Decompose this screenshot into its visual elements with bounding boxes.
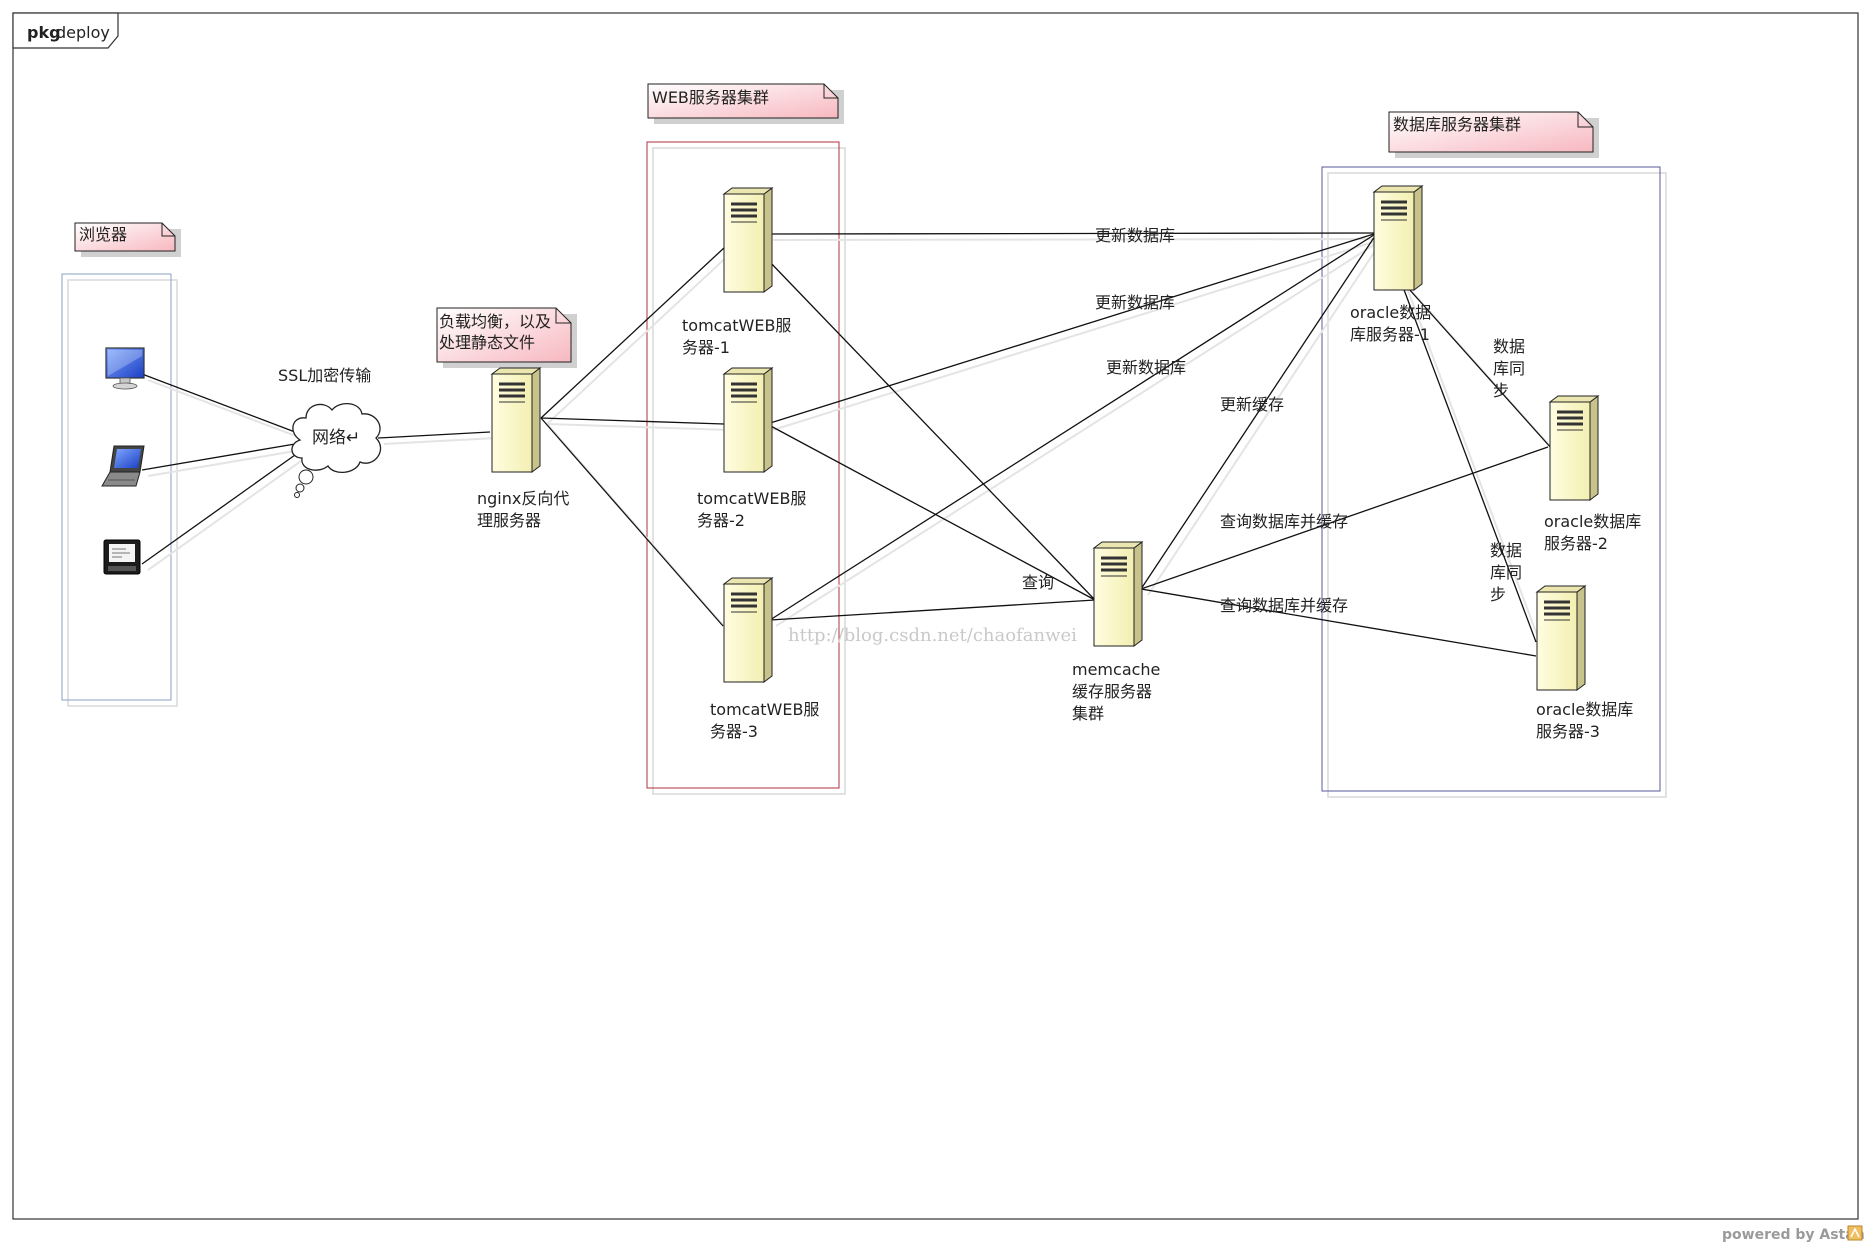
nginx-label-line2: 理服务器 bbox=[477, 511, 541, 530]
sync-label-1-line2: 库同 bbox=[1493, 359, 1525, 378]
memcache-server-icon bbox=[1092, 540, 1144, 648]
memcache-label: memcache 缓存服务器 集群 bbox=[1072, 660, 1160, 723]
oracle2-label: oracle数据库 服务器-2 bbox=[1544, 512, 1641, 553]
oracle-server-3-icon bbox=[1535, 584, 1587, 692]
tomcat1-label: tomcatWEB服 务器-1 bbox=[682, 316, 791, 357]
sync-label-1-line3: 步 bbox=[1493, 381, 1509, 400]
oracle-server-2-icon bbox=[1548, 394, 1600, 502]
web-cluster-box bbox=[646, 141, 846, 795]
frame-keyword: pkg bbox=[27, 23, 61, 42]
sync-label-2: 数据 库同 步 bbox=[1490, 541, 1522, 604]
sync-label-2-line1: 数据 bbox=[1490, 541, 1522, 560]
tomcat1-label-line2: 务器-1 bbox=[682, 338, 730, 357]
tomcat3-label-line1: tomcatWEB服 bbox=[710, 700, 819, 719]
nginx-note-line2: 处理静态文件 bbox=[439, 333, 535, 352]
astah-logo-icon bbox=[1847, 1225, 1863, 1241]
nginx-label: nginx反向代 理服务器 bbox=[477, 489, 569, 530]
oracle3-label-line1: oracle数据库 bbox=[1536, 700, 1633, 719]
oracle1-label-line1: oracle数据 bbox=[1350, 303, 1431, 322]
nginx-note: 负载均衡，以及 处理静态文件 bbox=[436, 307, 577, 368]
query-label: 查询 bbox=[1022, 573, 1054, 592]
update-db-label-1: 更新数据库 bbox=[1095, 226, 1175, 245]
update-cache-label: 更新缓存 bbox=[1220, 395, 1284, 414]
browser-note-text: 浏览器 bbox=[79, 225, 127, 244]
sync-label-1: 数据 库同 步 bbox=[1493, 337, 1525, 400]
update-db-label-2: 更新数据库 bbox=[1095, 293, 1175, 312]
tomcat-server-2-icon bbox=[722, 366, 774, 474]
oracle2-label-line1: oracle数据库 bbox=[1544, 512, 1641, 531]
oracle2-label-line2: 服务器-2 bbox=[1544, 534, 1608, 553]
monitor-icon bbox=[105, 347, 145, 390]
oracle-server-1-icon bbox=[1372, 184, 1424, 292]
db-cluster-note-text: 数据库服务器集群 bbox=[1393, 115, 1521, 134]
oracle3-label: oracle数据库 服务器-3 bbox=[1536, 700, 1633, 741]
browser-box bbox=[61, 273, 178, 707]
oracle3-label-line2: 服务器-3 bbox=[1536, 722, 1600, 741]
nginx-server-icon bbox=[490, 366, 542, 474]
tomcat3-label-line2: 务器-3 bbox=[710, 722, 758, 741]
laptop-icon bbox=[101, 445, 145, 487]
oracle1-label-line2: 库服务器-1 bbox=[1350, 325, 1430, 344]
memcache-label-line1: memcache bbox=[1072, 660, 1160, 679]
oracle1-label: oracle数据 库服务器-1 bbox=[1350, 303, 1431, 344]
tomcat2-label-line2: 务器-2 bbox=[697, 511, 745, 530]
powered-by-text: powered by Astah bbox=[1722, 1227, 1865, 1243]
tomcat2-label-line1: tomcatWEB服 bbox=[697, 489, 806, 508]
web-cluster-note: WEB服务器集群 bbox=[647, 83, 844, 124]
package-frame: pkg deploy bbox=[12, 12, 1859, 1220]
tomcat3-label: tomcatWEB服 务器-3 bbox=[710, 700, 819, 741]
sync-label-1-line1: 数据 bbox=[1493, 337, 1525, 356]
sync-label-2-line2: 库同 bbox=[1490, 563, 1522, 582]
network-label: 网络↵ bbox=[312, 428, 360, 448]
handheld-device-icon bbox=[103, 539, 141, 575]
db-cluster-box bbox=[1321, 166, 1667, 798]
memcache-label-line3: 集群 bbox=[1072, 704, 1104, 723]
memcache-label-line2: 缓存服务器 bbox=[1072, 682, 1152, 701]
query-cache-label-1: 查询数据库并缓存 bbox=[1220, 512, 1348, 531]
update-db-label-3: 更新数据库 bbox=[1106, 358, 1186, 377]
network-cloud: 网络↵ bbox=[291, 403, 382, 498]
tomcat-server-1-icon bbox=[722, 186, 774, 294]
tomcat1-label-line1: tomcatWEB服 bbox=[682, 316, 791, 335]
sync-label-2-line3: 步 bbox=[1490, 585, 1506, 604]
nginx-label-line1: nginx反向代 bbox=[477, 489, 569, 508]
web-cluster-note-text: WEB服务器集群 bbox=[652, 88, 769, 107]
watermark-text: http://blog.csdn.net/chaofanwei bbox=[788, 625, 1077, 646]
db-cluster-note: 数据库服务器集群 bbox=[1388, 111, 1599, 158]
nginx-note-line1: 负载均衡，以及 bbox=[439, 312, 551, 331]
ssl-label: SSL加密传输 bbox=[278, 366, 371, 385]
tomcat2-label: tomcatWEB服 务器-2 bbox=[697, 489, 806, 530]
connections bbox=[141, 232, 1559, 657]
browser-note: 浏览器 bbox=[74, 222, 181, 257]
tomcat-server-3-icon bbox=[722, 576, 774, 684]
query-cache-label-2: 查询数据库并缓存 bbox=[1220, 596, 1348, 615]
frame-name: deploy bbox=[56, 23, 110, 42]
